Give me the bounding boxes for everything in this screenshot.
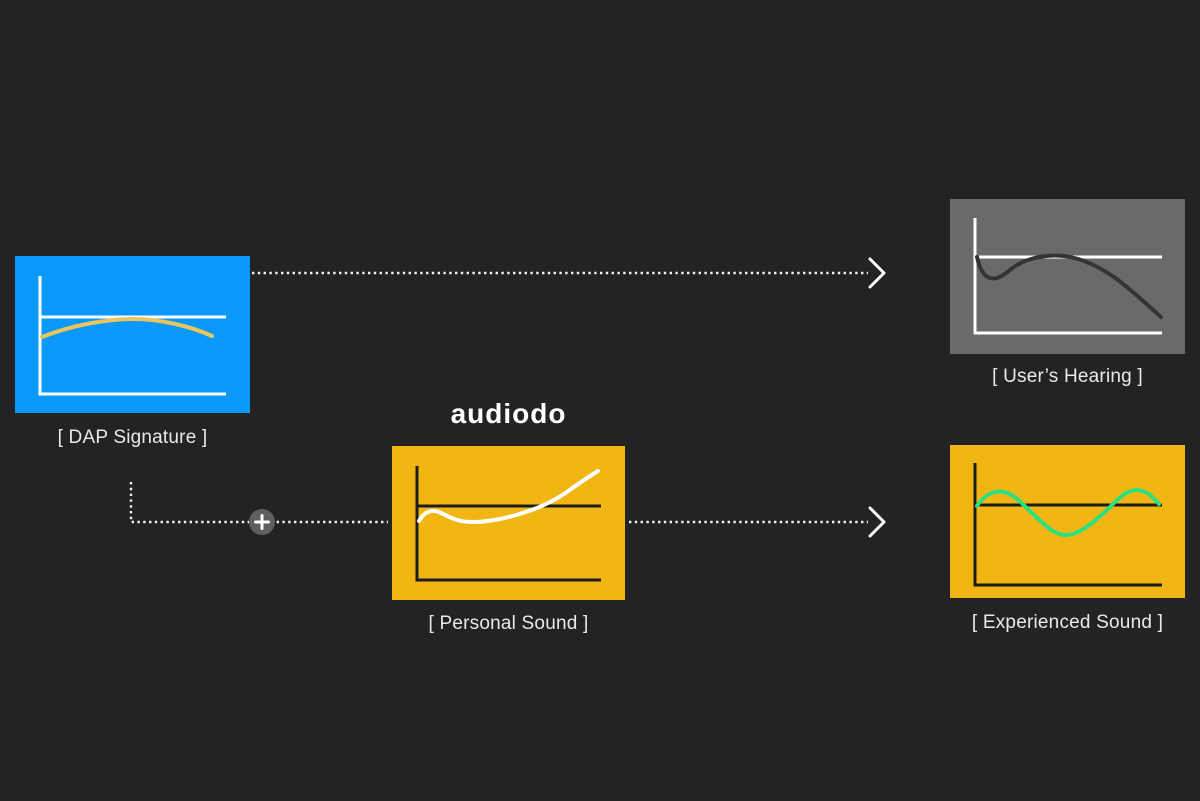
- plus-icon: [249, 509, 275, 535]
- chart-curve: [975, 487, 1161, 538]
- chart-curve: [417, 469, 600, 525]
- experienced-sound-chart: [973, 463, 1162, 587]
- personal-sound-chart: [415, 466, 601, 582]
- elbow-line-dap-to-personal: [129, 482, 388, 524]
- chart-curve: [975, 253, 1163, 319]
- personal-sound-label: [ Personal Sound ]: [428, 613, 589, 634]
- experienced-sound-panel: [950, 445, 1185, 598]
- chart-axes: [415, 466, 601, 582]
- chart-axes: [38, 276, 226, 396]
- arrowhead-icon-top: [868, 257, 886, 289]
- users-hearing-chart: [973, 218, 1163, 335]
- users-hearing-label: [ User’s Hearing ]: [992, 366, 1143, 387]
- chart-axes: [973, 463, 1162, 587]
- dap-signature-chart: [38, 276, 226, 396]
- users-hearing-panel: [950, 199, 1185, 354]
- dap-signature-panel: [15, 256, 250, 413]
- experienced-sound-label: [ Experienced Sound ]: [971, 612, 1164, 633]
- chart-curve: [40, 316, 214, 339]
- arrowhead-icon-bottom: [868, 506, 886, 538]
- audiodo-logo: audiodo: [450, 398, 567, 429]
- dap-signature-label: [ DAP Signature ]: [57, 427, 208, 448]
- personal-sound-panel: [392, 446, 625, 600]
